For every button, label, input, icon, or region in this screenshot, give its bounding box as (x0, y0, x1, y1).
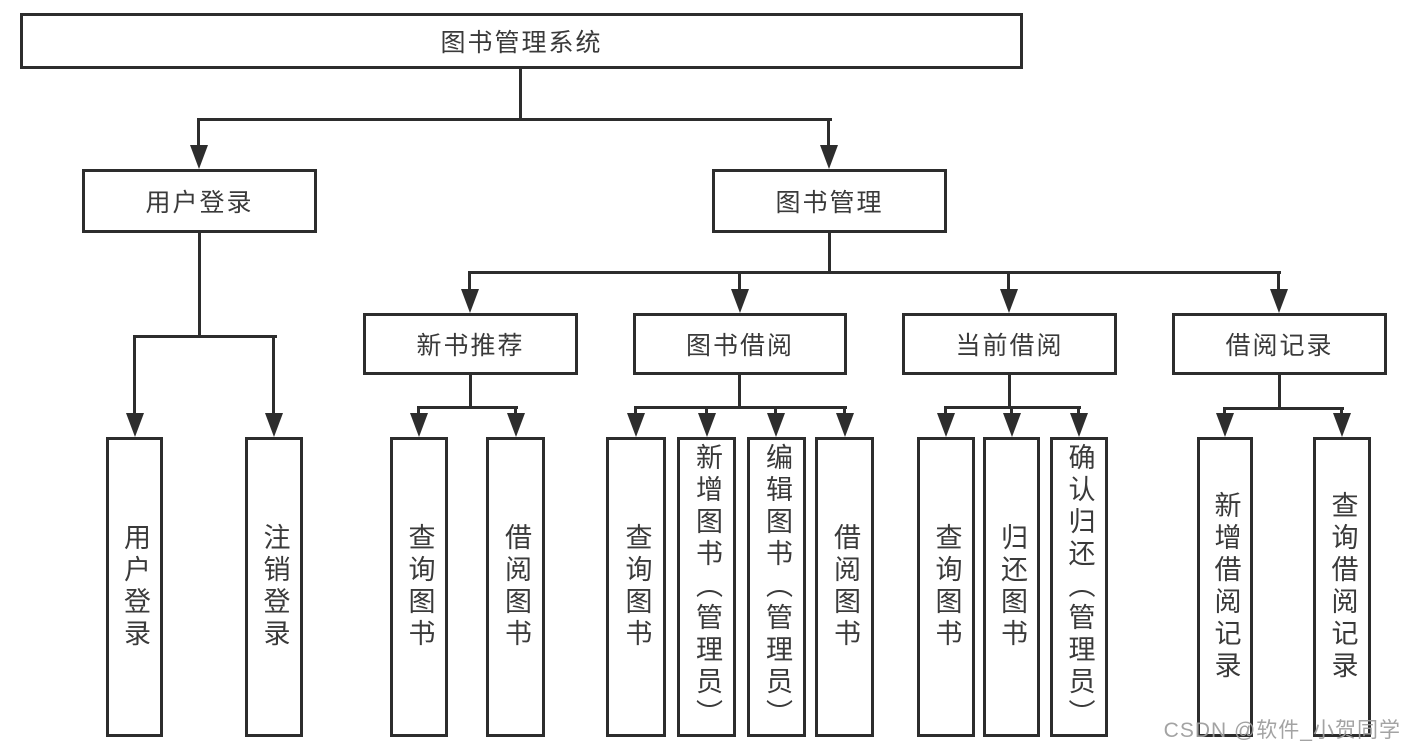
leaf-query-book-recommend: 查询图书 (390, 437, 448, 737)
connector-line (1223, 407, 1226, 417)
node-label: 用户登录 (145, 189, 254, 217)
leaf-add-borrow-record: 新增借阅记录 (1197, 437, 1253, 737)
arrow-down-icon (836, 413, 854, 437)
node-label: 新书推荐 (416, 332, 525, 360)
node-book-borrow: 图书借阅 (633, 313, 847, 375)
connector-line (1077, 406, 1080, 417)
connector-line (1010, 406, 1013, 417)
connector-line (843, 406, 846, 417)
node-label: 当前借阅 (955, 332, 1064, 360)
connector-line (634, 406, 637, 417)
arrow-down-icon (190, 145, 208, 169)
node-label: 用户登录 (120, 523, 150, 651)
connector-line (1278, 375, 1281, 410)
node-user-login: 用户登录 (82, 169, 317, 233)
node-book-management: 图书管理 (712, 169, 947, 233)
node-label: 确认归还（管理员） (1064, 443, 1095, 731)
arrow-down-icon (627, 413, 645, 437)
arrow-down-icon (1270, 289, 1288, 313)
node-label: 查询图书 (931, 523, 962, 651)
arrow-down-icon (731, 289, 749, 313)
connector-line (469, 271, 1281, 274)
connector-line (134, 335, 277, 338)
connector-line (514, 406, 517, 417)
leaf-query-book-borrow: 查询图书 (606, 437, 666, 737)
node-label: 注销登录 (259, 523, 290, 651)
connector-line (738, 375, 741, 409)
connector-line (1007, 271, 1010, 293)
node-label: 归还图书 (997, 523, 1027, 651)
node-label: 借阅图书 (501, 523, 531, 651)
arrow-down-icon (265, 413, 283, 437)
leaf-query-borrow-record: 查询借阅记录 (1313, 437, 1371, 737)
node-label: 借阅记录 (1225, 332, 1334, 360)
arrow-down-icon (1070, 413, 1088, 437)
connector-line (1277, 271, 1280, 293)
leaf-add-book-admin: 新增图书（管理员） (677, 437, 736, 737)
connector-line (272, 335, 275, 417)
connector-line (944, 406, 947, 417)
arrow-down-icon (1333, 413, 1351, 437)
leaf-query-book-current: 查询图书 (917, 437, 975, 737)
node-label: 图书管理系统 (440, 29, 603, 57)
node-label: 图书借阅 (685, 332, 794, 360)
leaf-edit-book-admin: 编辑图书（管理员） (747, 437, 806, 737)
connector-line (634, 406, 847, 409)
leaf-borrow-book-recommend: 借阅图书 (486, 437, 545, 737)
node-label: 查询图书 (404, 523, 435, 651)
arrow-down-icon (507, 413, 525, 437)
leaf-borrow-book: 借阅图书 (815, 437, 874, 737)
arrow-down-icon (698, 413, 716, 437)
node-borrow-record: 借阅记录 (1172, 313, 1387, 375)
node-label: 查询图书 (621, 523, 652, 651)
connector-line (738, 271, 741, 293)
arrow-down-icon (410, 413, 428, 437)
node-label: 借阅图书 (830, 523, 860, 651)
arrow-down-icon (461, 289, 479, 313)
connector-line (828, 233, 831, 274)
leaf-confirm-return-admin: 确认归还（管理员） (1050, 437, 1108, 737)
watermark: CSDN @软件_小贺同学 (1163, 719, 1401, 742)
node-label: 新增借阅记录 (1210, 491, 1241, 683)
connector-line (198, 118, 832, 121)
connector-line (133, 335, 136, 417)
connector-line (469, 375, 472, 409)
connector-line (417, 406, 420, 417)
connector-line (827, 118, 830, 149)
node-label: 编辑图书（管理员） (762, 443, 792, 731)
connector-line (1008, 375, 1011, 409)
connector-line (705, 406, 708, 417)
connector-line (1223, 407, 1344, 410)
arrow-down-icon (937, 413, 955, 437)
connector-line (417, 406, 518, 409)
node-label: 新增图书（管理员） (692, 443, 722, 731)
connector-line (519, 68, 522, 120)
node-current-borrow: 当前借阅 (902, 313, 1117, 375)
node-label: 图书管理 (775, 189, 884, 217)
arrow-down-icon (126, 413, 144, 437)
arrow-down-icon (767, 413, 785, 437)
connector-line (198, 233, 201, 337)
leaf-user-login: 用户登录 (106, 437, 163, 737)
arrow-down-icon (820, 145, 838, 169)
arrow-down-icon (1000, 289, 1018, 313)
arrow-down-icon (1216, 413, 1234, 437)
leaf-logout: 注销登录 (245, 437, 303, 737)
connector-line (197, 118, 200, 149)
connector-line (774, 406, 777, 417)
arrow-down-icon (1003, 413, 1021, 437)
leaf-return-book: 归还图书 (983, 437, 1040, 737)
connector-line (468, 271, 471, 293)
node-library-system: 图书管理系统 (20, 13, 1023, 69)
node-new-book-recommend: 新书推荐 (363, 313, 578, 375)
node-label: 查询借阅记录 (1327, 491, 1358, 683)
connector-line (1340, 407, 1343, 417)
